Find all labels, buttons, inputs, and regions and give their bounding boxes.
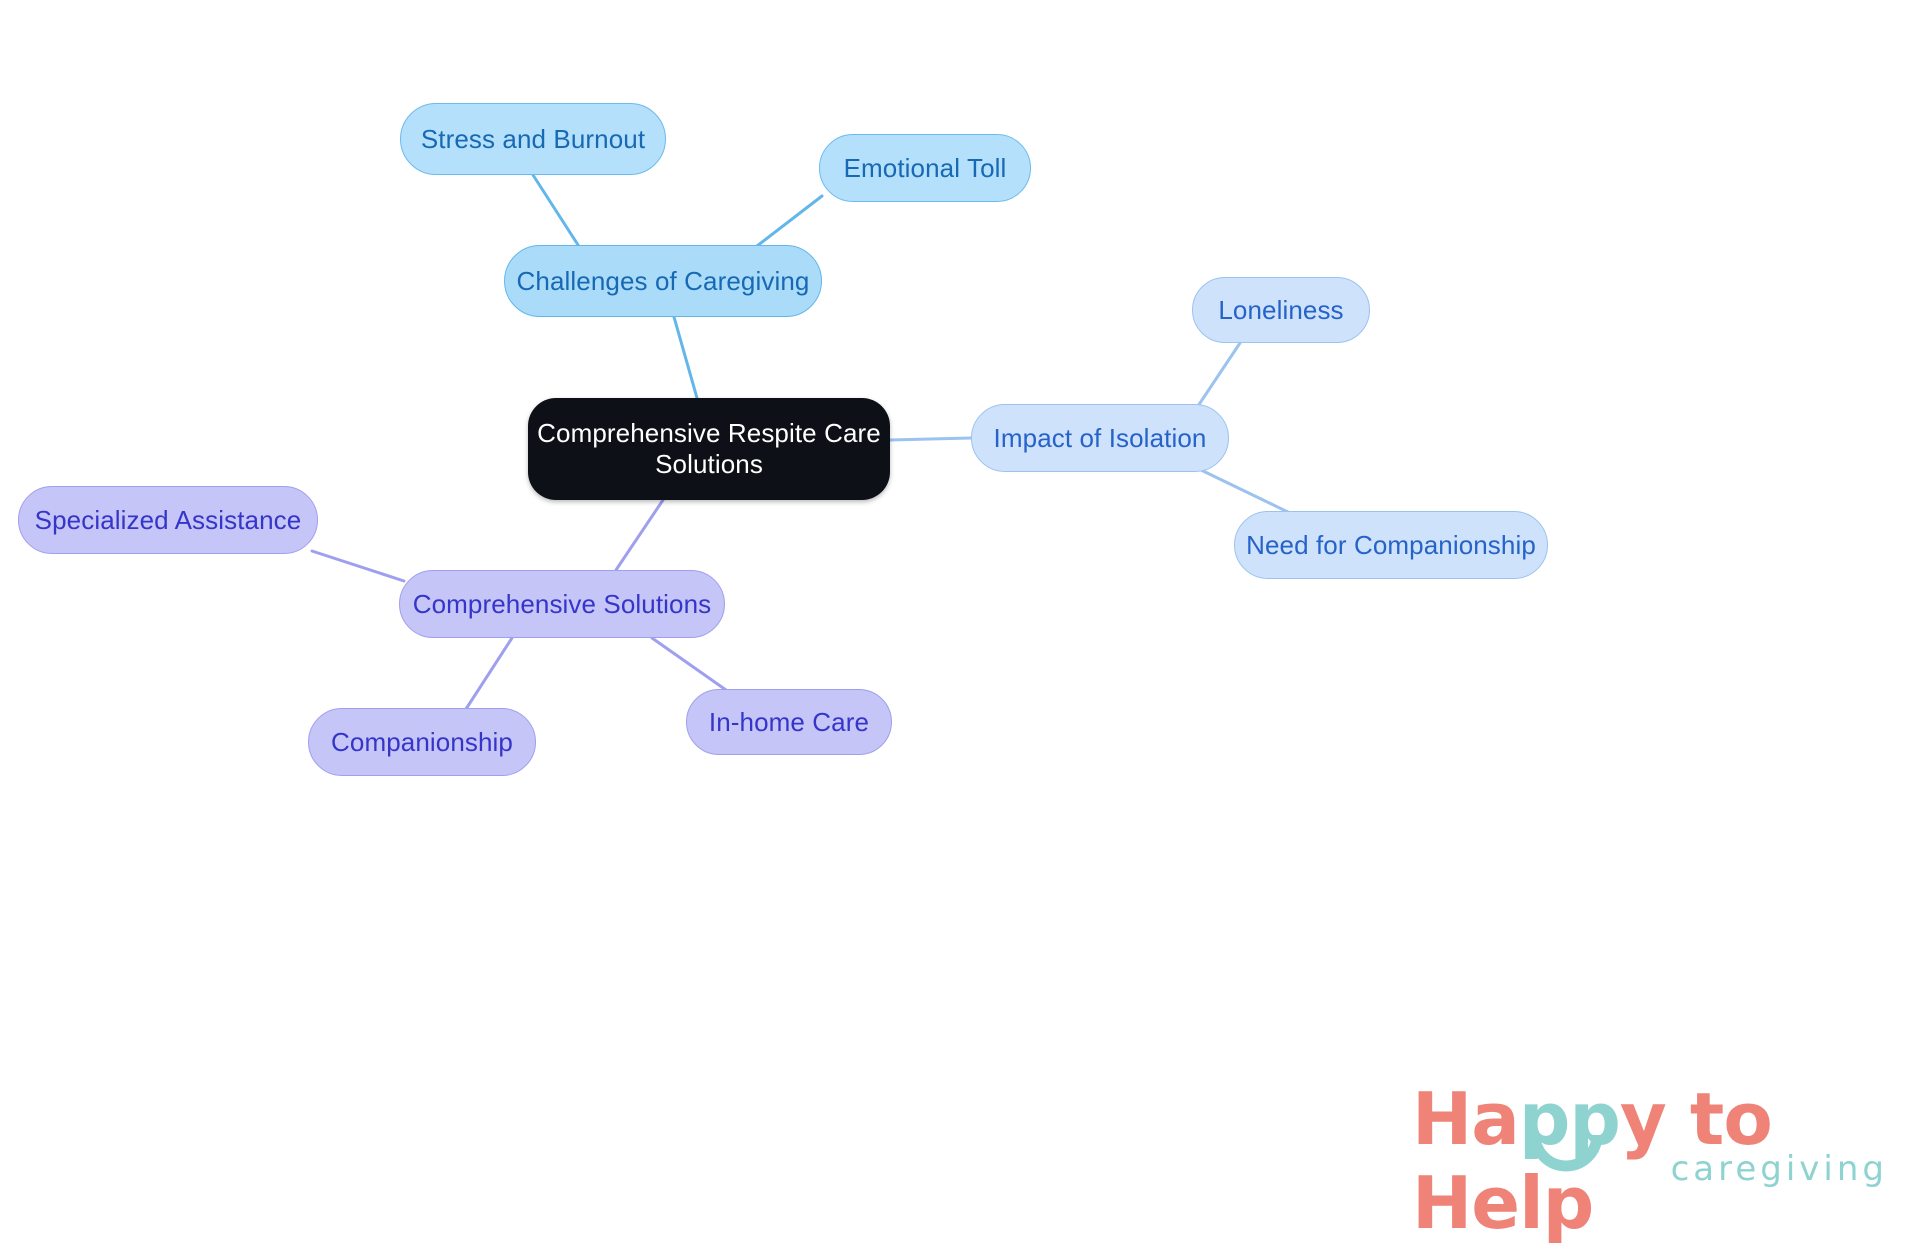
edge-isolation-loneliness — [1196, 341, 1242, 408]
edge-challenges-stress — [531, 173, 582, 250]
mindmap-node-challenges[interactable]: Challenges of Caregiving — [504, 245, 822, 317]
node-label-solutions: Comprehensive Solutions — [412, 588, 712, 619]
node-label-stress-burnout: Stress and Burnout — [420, 123, 646, 154]
mindmap-node-root[interactable]: Comprehensive Respite Care Solutions — [528, 398, 890, 500]
edge-root-solutions — [614, 498, 665, 572]
mindmap-node-specialized-assistance[interactable]: Specialized Assistance — [18, 486, 318, 554]
mindmap-node-in-home-care[interactable]: In-home Care — [686, 689, 892, 755]
edge-root-challenges — [672, 315, 699, 400]
logo-wordmark: Happy to Help — [1412, 1077, 1892, 1245]
mindmap-node-solutions[interactable]: Comprehensive Solutions — [399, 570, 725, 638]
edge-isolation-companionship — [1199, 468, 1292, 515]
node-label-companionship: Companionship — [331, 726, 513, 757]
mindmap-node-stress-burnout[interactable]: Stress and Burnout — [400, 103, 666, 175]
node-label-companionship-need: Need for Companionship — [1246, 529, 1536, 560]
edge-solutions-specialized — [310, 549, 406, 583]
logo-smile-icon — [1529, 1134, 1603, 1172]
edge-challenges-emotional — [755, 194, 824, 248]
node-label-emotional-toll: Emotional Toll — [843, 152, 1007, 183]
node-label-challenges: Challenges of Caregiving — [516, 265, 810, 296]
logo-text-part1: Ha — [1412, 1077, 1520, 1161]
logo-tagline: caregiving — [1670, 1149, 1888, 1189]
node-label-loneliness: Loneliness — [1218, 294, 1344, 325]
node-label-isolation: Impact of Isolation — [993, 422, 1207, 453]
brand-logo: Happy to Help caregiving — [1412, 1077, 1892, 1245]
mindmap-node-emotional-toll[interactable]: Emotional Toll — [819, 134, 1031, 202]
node-label-in-home-care: In-home Care — [708, 706, 870, 737]
mindmap-node-isolation[interactable]: Impact of Isolation — [971, 404, 1229, 472]
mindmap-node-loneliness[interactable]: Loneliness — [1192, 277, 1370, 343]
node-label-root: Comprehensive Respite Care Solutions — [537, 418, 881, 479]
edge-solutions-inhome — [650, 636, 728, 692]
mindmap-node-companionship-need[interactable]: Need for Companionship — [1234, 511, 1548, 579]
node-label-specialized-assistance: Specialized Assistance — [34, 504, 302, 535]
edge-root-isolation — [888, 436, 973, 442]
mindmap-node-companionship[interactable]: Companionship — [308, 708, 536, 776]
mindmap-canvas: Comprehensive Respite Care Solutions Chal… — [18, 103, 1892, 1245]
edge-solutions-companionship — [464, 636, 514, 711]
